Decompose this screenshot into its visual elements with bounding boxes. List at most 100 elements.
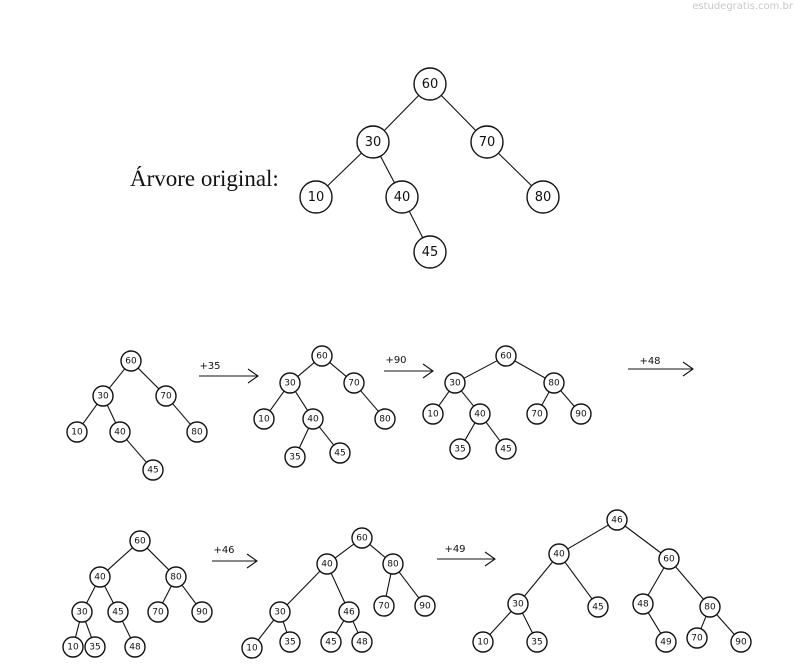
tree-node-circle: [686, 627, 708, 649]
tree-node-circle: [413, 235, 447, 269]
tree-edge-60-80: [146, 547, 170, 571]
tree-node-30: 30: [507, 593, 529, 615]
tree-node-48: 48: [124, 636, 146, 658]
tree-node-label: 45: [147, 466, 158, 476]
tree-edge-30-10: [438, 390, 450, 407]
tree-node-label: 80: [535, 190, 552, 205]
tree-edge-60-40: [334, 543, 355, 559]
tree-node-label: 70: [152, 608, 164, 618]
tree-node-46: 46: [338, 601, 360, 623]
tree-edge-30-40: [460, 390, 475, 407]
tree-node-40: 40: [316, 553, 338, 575]
tree-node-circle: [89, 566, 111, 588]
tree-node-circle: [155, 385, 177, 407]
tree-node-circle: [472, 631, 494, 653]
tree-node-label: 70: [160, 392, 172, 402]
tree-node-label: 40: [474, 410, 486, 420]
tree-node-35: 35: [449, 438, 471, 460]
tree-node-30: 30: [71, 601, 93, 623]
tree-node-circle: [92, 385, 114, 407]
tree-node-60: 60: [129, 530, 151, 552]
insertion-arrow-5: +49: [437, 544, 496, 567]
tree-edge-80-90: [560, 390, 575, 407]
tree-edge-60-70: [440, 95, 477, 131]
tree-node-circle: [253, 408, 275, 430]
tree-node-40: 40: [109, 421, 131, 443]
arrow-head: [246, 553, 258, 569]
tree-edge-30-35: [521, 612, 534, 634]
tree-node-90: 90: [730, 631, 752, 653]
tree-node-circle: [548, 543, 570, 565]
tree-edge-45-48: [121, 620, 132, 639]
tree-node-label: 40: [94, 573, 106, 583]
tree-node-90: 90: [191, 601, 213, 623]
tree-edge-60-30: [383, 95, 420, 131]
tree-edge-40-45: [485, 421, 501, 442]
tree-node-label: 10: [71, 428, 83, 438]
tree-node-60: 60: [658, 548, 680, 570]
tree-node-label: 45: [500, 445, 511, 455]
tree-edge-60-70: [329, 362, 347, 377]
tree-node-circle: [730, 631, 752, 653]
tree-edge-30-10: [269, 390, 285, 412]
tree-edge-30-40: [294, 391, 309, 411]
tree-node-label: 48: [356, 638, 368, 648]
tree-node-label: 10: [427, 410, 439, 420]
tree-node-circle: [526, 180, 560, 214]
arrow-head: [484, 551, 496, 567]
tree-node-circle: [186, 421, 208, 443]
tree-edge-60-48: [647, 567, 665, 596]
tree-node-circle: [279, 631, 301, 653]
tree-edge-80-90: [398, 571, 420, 599]
tree-node-label: 35: [284, 638, 295, 648]
insertion-step-label: +35: [199, 361, 220, 372]
tree-node-40: 40: [302, 408, 324, 430]
tree-node-circle: [241, 637, 263, 659]
tree-node-circle: [658, 548, 680, 570]
tree-node-label: 30: [97, 392, 109, 402]
tree-edge-30-35: [84, 621, 93, 638]
tree-node-circle: [382, 553, 404, 575]
tree-node-60: 60: [495, 345, 517, 367]
tree-node-label: 30: [284, 379, 296, 389]
tree-node-circle: [469, 403, 491, 425]
tree-node-60: 60: [351, 527, 373, 549]
tree-node-label: 40: [321, 560, 333, 570]
tree-edge-30-40: [379, 155, 396, 184]
tree-node-45: 45: [413, 235, 447, 269]
tree-node-30: 30: [279, 372, 301, 394]
arrow-head: [682, 361, 694, 377]
tree-edge-40-46: [330, 572, 346, 604]
tree-edge-80-70: [541, 391, 550, 406]
tree-node-30: 30: [444, 372, 466, 394]
tree-node-label: 70: [378, 602, 390, 612]
tree-node-label: 35: [89, 643, 100, 653]
tree-node-circle: [385, 180, 419, 214]
tree-node-circle: [329, 442, 351, 464]
tree-edge-40-35: [464, 422, 476, 441]
tree-edge-30-10: [82, 403, 98, 425]
insertion-step-label: +90: [385, 355, 406, 366]
tree-node-10: 10: [66, 421, 88, 443]
tree-node-45: 45: [587, 596, 609, 618]
insertion-arrow-3: +48: [628, 356, 694, 377]
tree-node-label: 60: [134, 537, 146, 547]
tree-edge-46-48: [352, 620, 359, 634]
tree-edge-80-90: [716, 614, 735, 635]
tree-node-label: 48: [129, 643, 141, 653]
tree-edge-60-80: [675, 566, 704, 600]
tree-node-48: 48: [351, 631, 373, 653]
tree-node-circle: [570, 403, 592, 425]
tree-node-10: 10: [253, 408, 275, 430]
tree-node-circle: [71, 601, 93, 623]
tree-node-label: 70: [348, 379, 360, 389]
tree-node-80: 80: [699, 596, 721, 618]
tree-node-circle: [269, 601, 291, 623]
tree-node-90: 90: [414, 595, 436, 617]
tree-node-circle: [191, 601, 213, 623]
tree-node-label: 30: [274, 608, 286, 618]
tree-node-label: 30: [449, 379, 461, 389]
